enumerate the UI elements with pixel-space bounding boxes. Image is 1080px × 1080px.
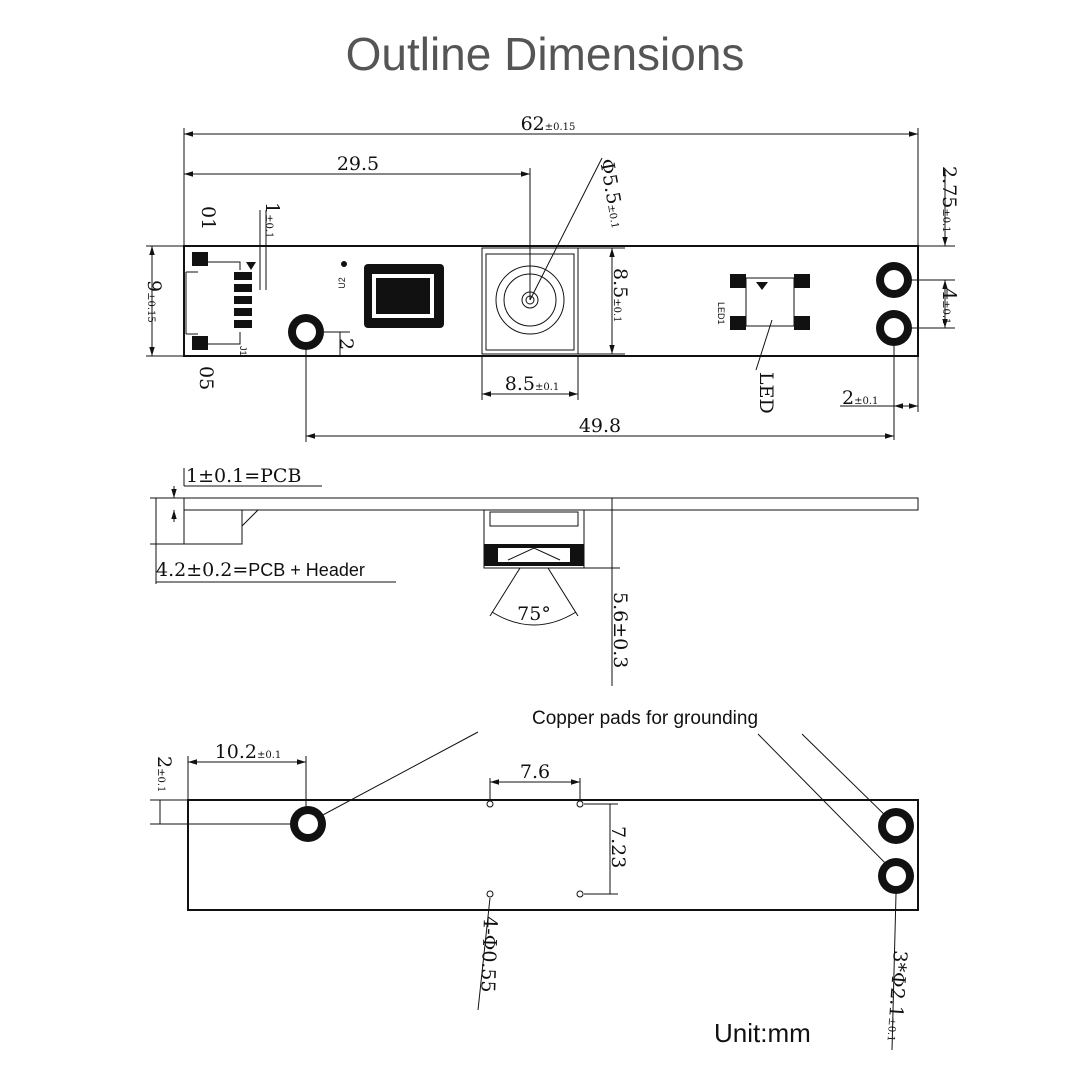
chip-u2: U2 (337, 261, 444, 328)
dim-pcb-thickness: 1±0.1=PCB (186, 465, 301, 487)
dim-hole-pitch: 4±0.1 (938, 288, 960, 324)
page-title: Outline Dimensions (346, 28, 745, 80)
dim-lens-height: 5.6±0.3 (609, 592, 631, 668)
pcb-side (183, 497, 919, 511)
small-hole (486, 890, 494, 898)
small-hole (486, 800, 494, 808)
pcb-bottom-outline (187, 799, 919, 911)
lens-side (483, 509, 585, 569)
lens-module (481, 247, 579, 355)
dim-lens-box-height: 8.5±0.1 (609, 268, 631, 323)
bottom-view: Copper pads for grounding 2±0.1 10.2±0.1 (150, 708, 919, 1051)
small-hole (576, 890, 584, 898)
dim-hole-v-spacing: 7.23 (607, 826, 629, 868)
dim-fov: 75° (517, 603, 551, 625)
pcb-top-outline (183, 245, 919, 357)
pin-last-label: 05 (195, 366, 217, 390)
dim-right-margin: 2±0.1 (842, 387, 878, 409)
pin-first-label: 01 (197, 206, 219, 230)
dim-pad-holes: 3*Φ2.1±0.1 (883, 950, 911, 1043)
side-view: 1±0.1=PCB 4.2±0.2=PCB + Header 75° 5.6±0… (150, 465, 919, 686)
dim-pcb-header: 4.2±0.2=PCB + Header (156, 559, 365, 581)
dim-pad-horizontal: 10.2±0.1 (215, 741, 282, 763)
j1-label: J1 (238, 346, 248, 356)
dim-lens-box-width: 8.5±0.1 (505, 373, 560, 395)
connector-j1: J1 (185, 252, 256, 356)
dim-pad-vertical: 2±0.1 (153, 756, 175, 792)
dim-lens-offset: 29.5 (337, 153, 379, 175)
led-callout: LED (755, 372, 777, 414)
small-hole (576, 800, 584, 808)
unit-label: Unit:mm (714, 1018, 811, 1048)
copper-pads-callout: Copper pads for grounding (532, 708, 758, 729)
led1-label: LED1 (716, 302, 726, 325)
dim-hole-span: 49.8 (579, 415, 621, 437)
dim-pin-pitch: 1±0.1 (261, 202, 283, 238)
top-view: 62±0.15 29.5 Φ5.5±0.1 2.75±0.1 9±0.15 01… (143, 113, 960, 442)
led-component: LED1 (716, 274, 810, 330)
dim-hole-h-spacing: 7.6 (520, 761, 550, 783)
dim-hole-offset: 2 (335, 338, 357, 350)
dim-width: 62±0.15 (521, 113, 576, 135)
dim-height: 9±0.15 (143, 280, 165, 323)
dim-small-holes: 4-Φ0.55 (476, 916, 501, 993)
dim-lens-dia: Φ5.5±0.1 (595, 157, 629, 230)
dim-top-margin: 2.75±0.1 (938, 166, 960, 233)
u2-label: U2 (337, 277, 347, 289)
